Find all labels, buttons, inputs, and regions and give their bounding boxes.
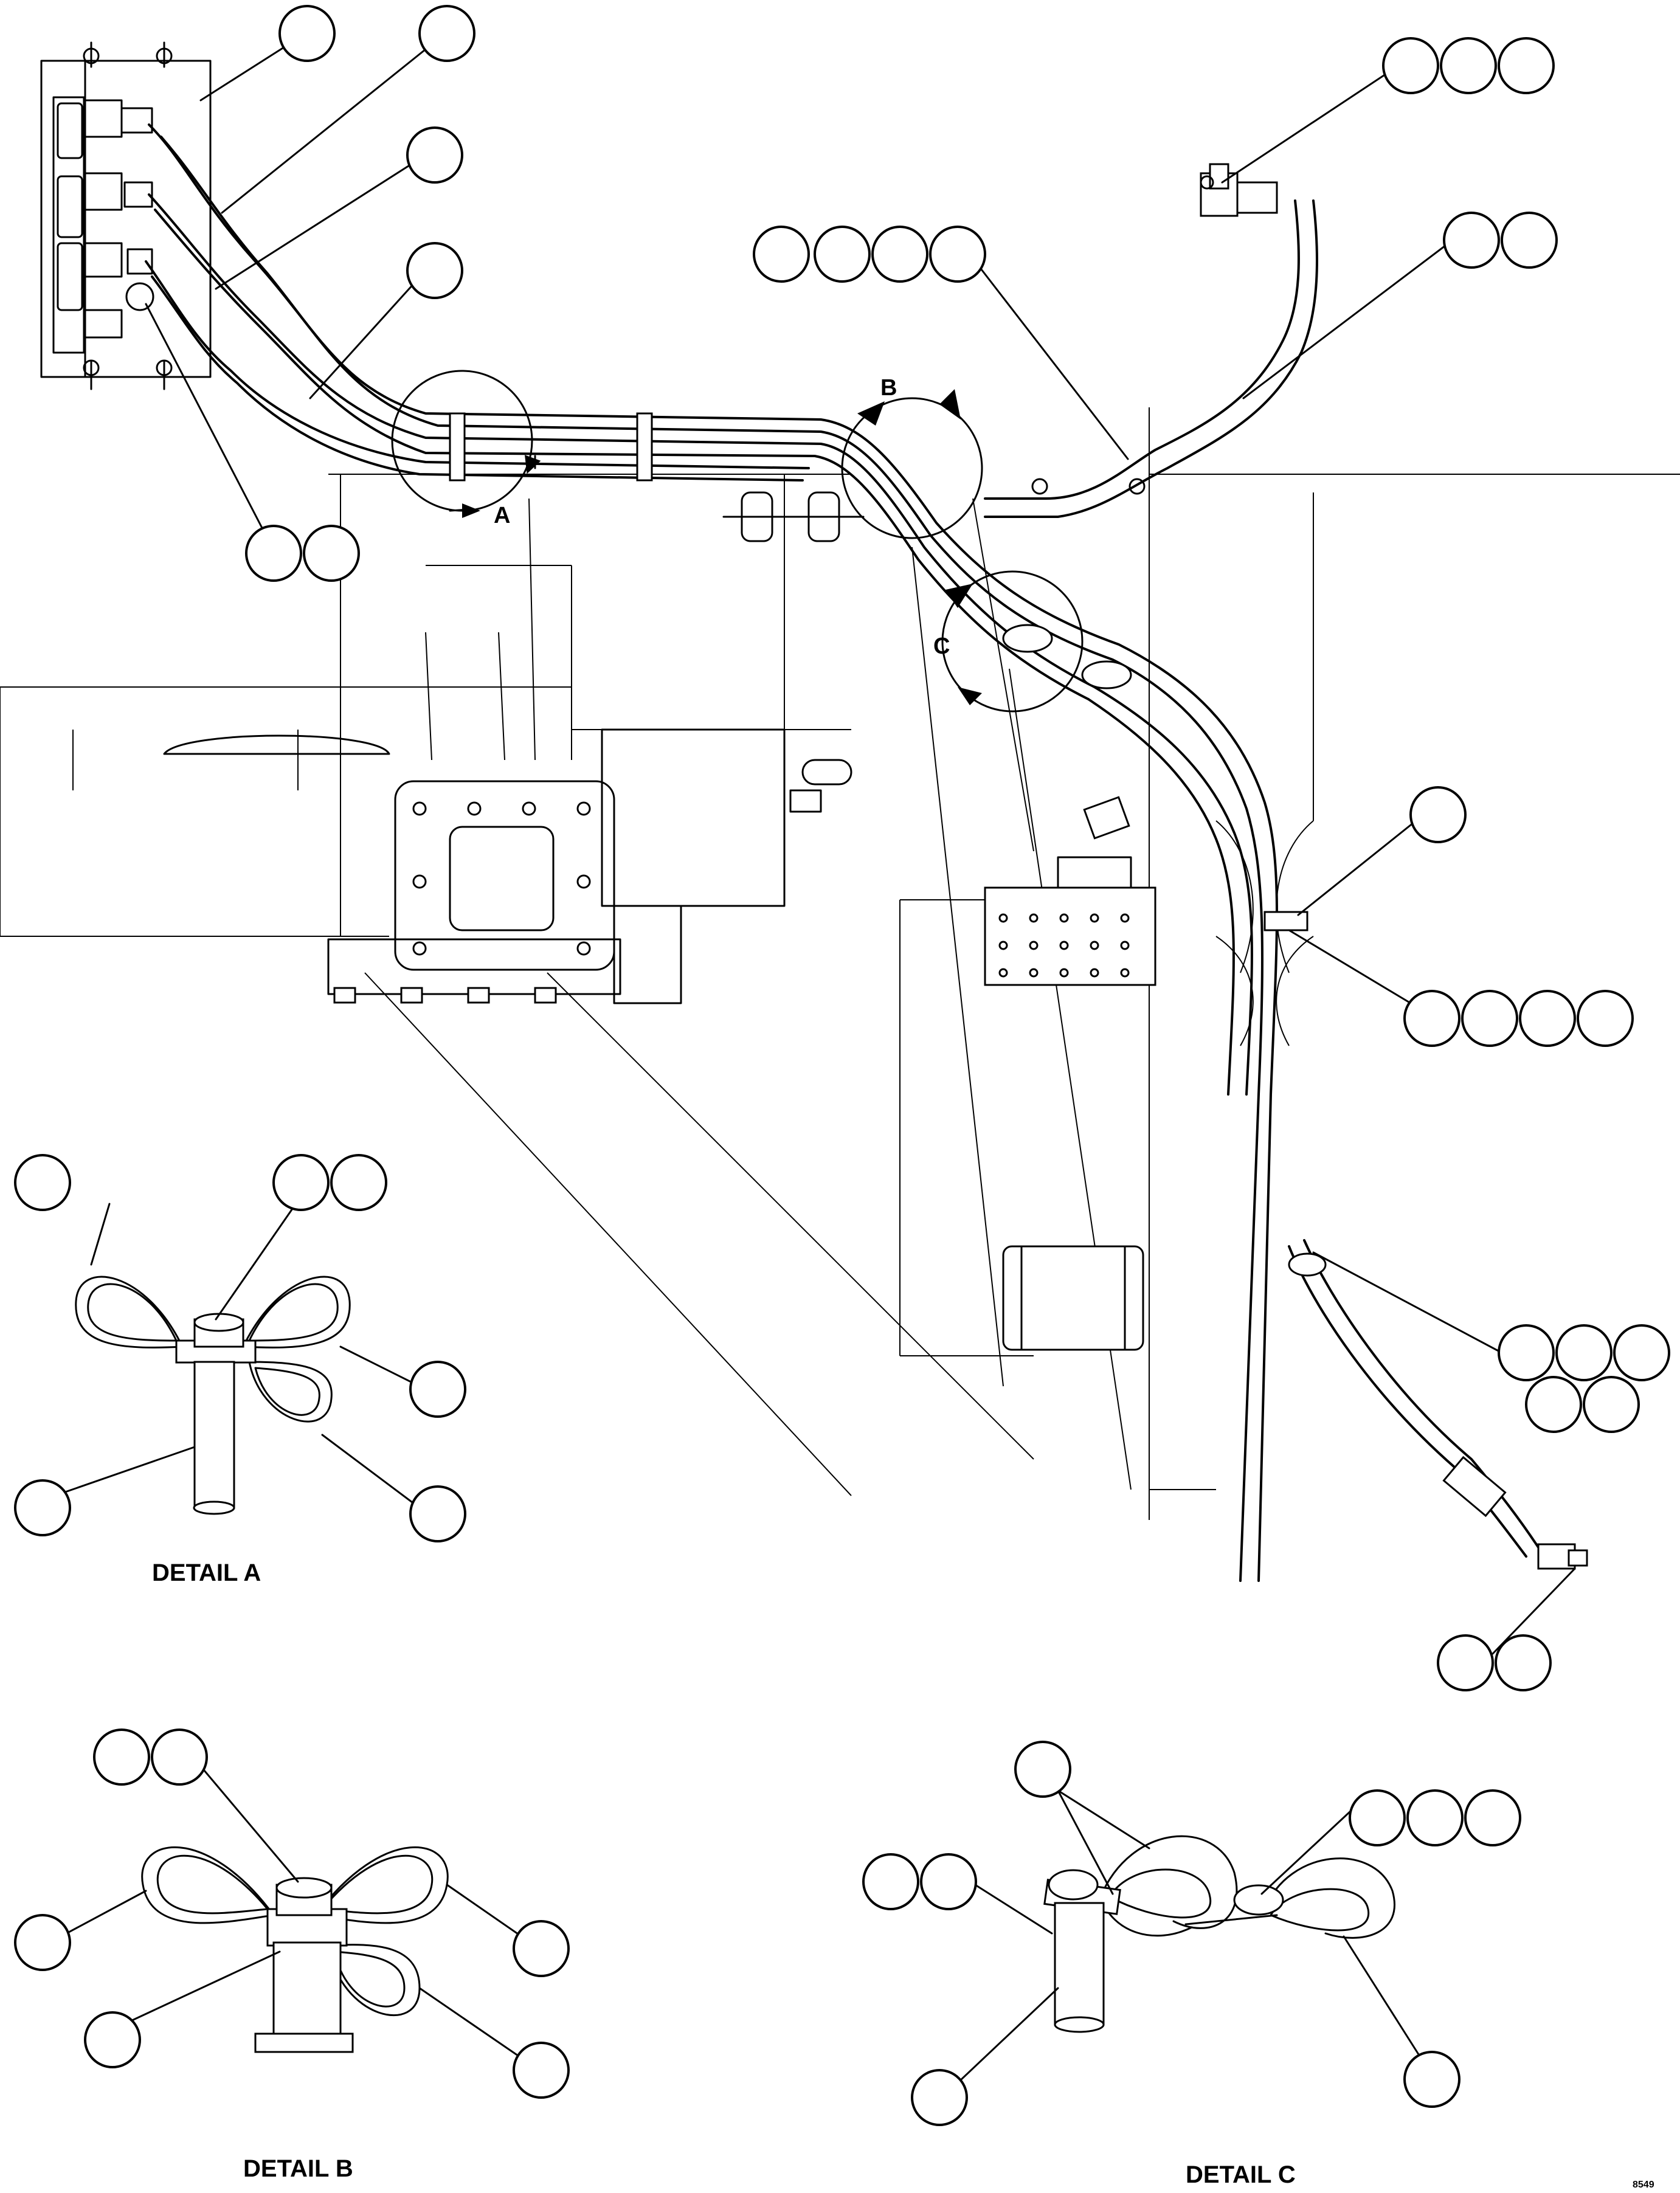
perforated-plate [984,796,1156,986]
perforations [998,913,1130,978]
hose-bundle [145,123,1540,1582]
detail-a: DETAIL A [14,1154,466,1586]
valve-block [40,41,212,390]
callout-bubbles [245,5,1670,1691]
detail-a-title: DETAIL A [152,1559,261,1586]
detail-b: DETAIL B [14,1728,570,2182]
view-label-c: C [933,634,950,659]
detail-c: DETAIL C 8549 [862,1741,1654,2190]
detail-b-callouts [14,1728,570,2099]
detail-b-title: DETAIL B [243,2155,353,2182]
detail-c-callouts [862,1741,1521,2126]
flange-plate [327,728,852,1004]
drawing-code: 8549 [1633,2180,1654,2190]
rollers [722,491,865,542]
leader-lines [145,35,1576,1655]
filter-cylinder [1002,1245,1144,1351]
main-assembly-view: A B C [0,5,1680,1691]
view-label-a: A [494,503,510,528]
deck [72,498,536,790]
upper-hose [984,163,1318,518]
view-circle-b [841,397,983,539]
detail-a-callouts [14,1154,466,1542]
detail-c-title: DETAIL C [1186,2161,1296,2188]
view-label-b: B [880,375,897,401]
view-arrows [449,389,982,705]
view-circle-c [941,570,1084,713]
hose-clamps [449,412,1588,1570]
